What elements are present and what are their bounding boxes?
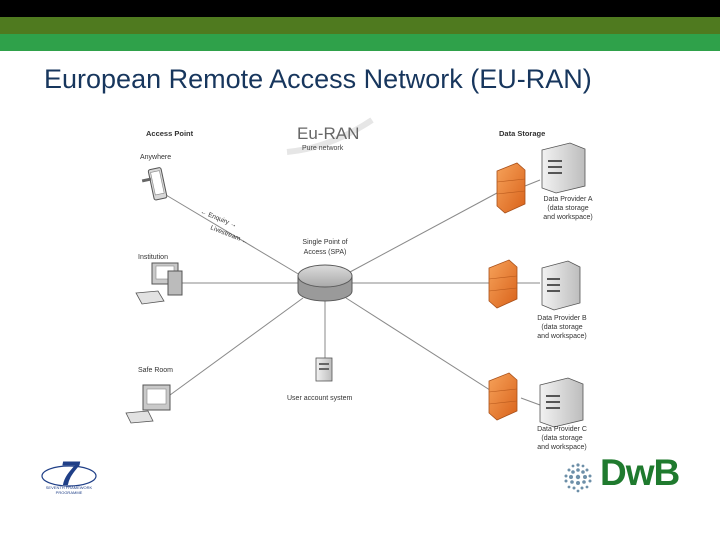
svg-text:Livestream ←: Livestream ← xyxy=(209,224,249,246)
dwb-globe-icon xyxy=(564,463,592,493)
spa-label-line-1: Single Point of xyxy=(302,239,347,246)
user-account-system-label: User account system xyxy=(287,395,353,402)
svg-text:Data Provider B: Data Provider B xyxy=(537,315,587,322)
header-band-black xyxy=(0,0,720,17)
fp7-orbit xyxy=(41,465,97,487)
connector-fw-a-server xyxy=(524,179,541,187)
anywhere-label: Anywhere xyxy=(140,154,171,161)
svg-text:(data storage: (data storage xyxy=(541,324,582,331)
livestream-flow-label: Livestream ← xyxy=(209,224,249,246)
user-account-server-icon xyxy=(315,357,333,382)
connector-lines xyxy=(165,179,541,406)
firewall-c-icon xyxy=(488,372,518,421)
connector-provider-c xyxy=(345,297,494,393)
institution-label: Institution xyxy=(138,254,168,261)
svg-text:(data storage: (data storage xyxy=(541,435,582,442)
data-storage-heading: Data Storage xyxy=(499,129,545,138)
svg-text:and workspace): and workspace) xyxy=(537,444,586,451)
slide-title: European Remote Access Network (EU-RAN) xyxy=(44,64,592,94)
connector-provider-a xyxy=(349,192,498,273)
brand-subtitle: Pure network xyxy=(302,145,344,152)
server-b-icon xyxy=(541,260,581,311)
connector-fw-c-server xyxy=(520,397,541,406)
tablet-icon xyxy=(141,167,168,201)
svg-text:Data Provider A: Data Provider A xyxy=(543,196,592,203)
header-band-green xyxy=(0,34,720,51)
spa-label-line-2: Access (SPA) xyxy=(304,249,347,256)
provider-b-label: Data Provider B (data storage and worksp… xyxy=(537,315,587,340)
spa-hub-icon xyxy=(297,264,353,302)
fp7-caption-line-2: PROGRAMME xyxy=(55,490,83,495)
fp7-number: 7 xyxy=(60,455,81,493)
server-c-icon xyxy=(539,377,584,428)
connector-anywhere xyxy=(165,194,301,276)
header-band-olive xyxy=(0,17,720,34)
brand-swoosh xyxy=(286,117,374,155)
provider-c-label: Data Provider C (data storage and worksp… xyxy=(537,426,587,451)
fp7-caption-line-1: SEVENTH FRAMEWORK xyxy=(45,485,93,490)
svg-text:and workspace): and workspace) xyxy=(537,333,586,340)
firewall-b-icon xyxy=(488,259,518,309)
fp7-caption: SEVENTH FRAMEWORK PROGRAMME xyxy=(36,485,102,495)
svg-text:Data Provider C: Data Provider C xyxy=(537,426,587,433)
fp7-logo: 7 xyxy=(41,455,97,493)
thin-client-terminal-icon xyxy=(125,384,171,424)
dwb-wordmark: DwB xyxy=(600,452,680,493)
svg-text:and workspace): and workspace) xyxy=(543,214,592,221)
desktop-computer-icon xyxy=(135,262,183,305)
server-a-icon xyxy=(541,142,586,194)
safe-room-label: Safe Room xyxy=(138,367,173,374)
firewall-a-icon xyxy=(496,162,526,214)
brand-title: Eu-RAN xyxy=(297,124,359,143)
svg-text:(data storage: (data storage xyxy=(547,205,588,212)
connector-safe-room xyxy=(169,297,304,396)
provider-a-label: Data Provider A (data storage and worksp… xyxy=(543,196,593,221)
access-point-heading: Access Point xyxy=(146,129,194,138)
